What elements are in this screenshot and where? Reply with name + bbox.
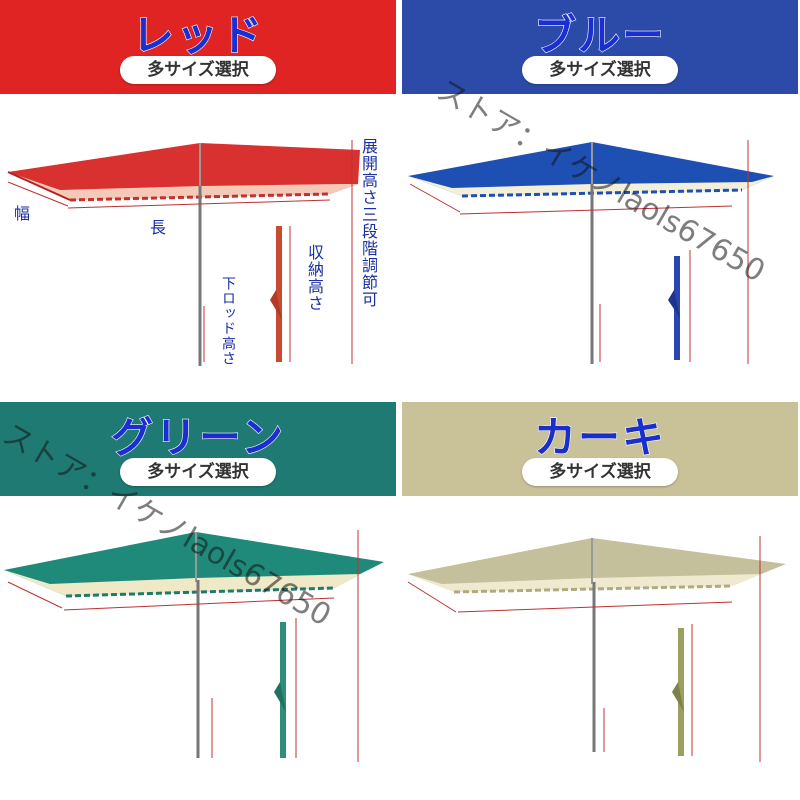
color-title-green: グリーン: [110, 412, 285, 462]
size-select-pill-khaki: 多サイズ選択: [522, 458, 678, 486]
panel-khaki: カーキ 多サイズ選択: [402, 402, 798, 798]
grid-divider-horizontal: [0, 396, 800, 402]
size-select-pill-blue: 多サイズ選択: [522, 56, 678, 84]
panel-green: グリーン 多サイズ選択: [0, 402, 396, 798]
dimension-label-storage-height: 収納高さ: [305, 244, 324, 312]
umbrella-illustration-green: [4, 530, 384, 762]
panel-red: レッド 多サイズ選択 幅 長 収納高さ 下ロッド高さ 展開高さ三段階調節可: [0, 0, 396, 396]
umbrella-illustration-red: [7, 140, 360, 366]
dimension-label-open-height: 展開高さ三段階調節可: [359, 138, 378, 308]
color-title-blue: ブルー: [533, 10, 666, 60]
dimension-label-lower-rod-height: 下ロッド高さ: [220, 276, 236, 366]
size-select-pill-red: 多サイズ選択: [120, 56, 276, 84]
dimension-label-width: 幅: [14, 204, 31, 223]
umbrella-illustration-khaki: [407, 536, 786, 762]
size-select-pill-green: 多サイズ選択: [120, 458, 276, 486]
panel-blue: ブルー 多サイズ選択: [402, 0, 798, 396]
color-title-red: レッド: [131, 10, 264, 60]
color-title-khaki: カーキ: [533, 412, 666, 462]
dimension-label-length: 長: [150, 218, 167, 237]
umbrella-illustration-blue: [408, 140, 774, 364]
